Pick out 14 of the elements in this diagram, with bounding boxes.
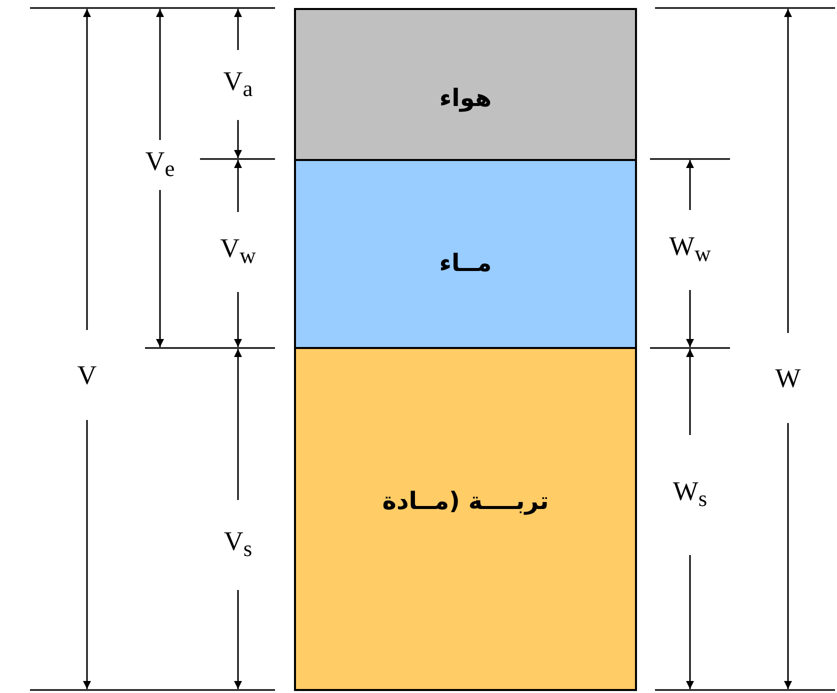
layer-label: تربــــة (مــادة	[382, 487, 549, 515]
dimension-label: W$_{w}$	[669, 232, 711, 268]
water-layer	[294, 159, 637, 349]
layer-label: مــاء	[439, 249, 492, 277]
layer-label: هواء	[439, 84, 492, 112]
dimension-label: W$_{s}$	[672, 476, 708, 514]
dimension-label: V$_{s}$	[224, 526, 252, 564]
dimension-label: V	[77, 361, 97, 389]
air-layer	[294, 8, 637, 161]
dimension-label: V$_{e}$	[145, 146, 175, 184]
dimension-label: W	[775, 364, 801, 392]
dimension-label: V$_{a}$	[223, 66, 253, 104]
dimension-label: V$_{w}$	[220, 234, 256, 270]
soil-layer	[294, 347, 637, 691]
